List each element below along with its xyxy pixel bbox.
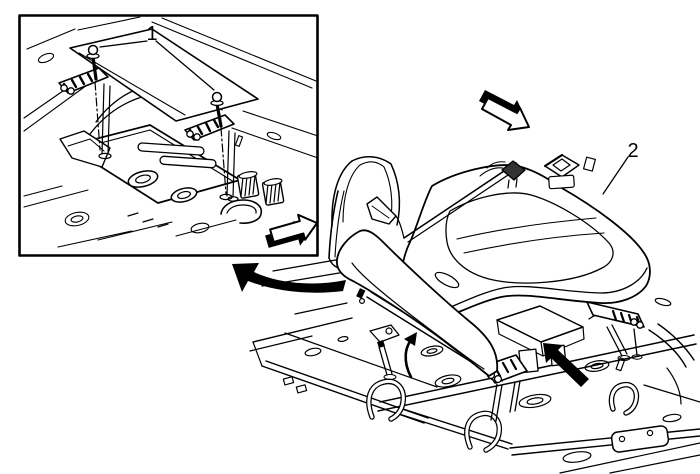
floor-anchor-hooks [366, 378, 640, 453]
seatback-side-shield [336, 229, 499, 377]
knurled-post-2 [261, 178, 285, 206]
latch-handle [220, 199, 263, 224]
seat-track-anchor-2 [184, 114, 235, 141]
track-cover-panel [69, 28, 259, 122]
inset-detail-panel [18, 14, 319, 257]
callout-1-leader [99, 40, 215, 91]
seat-belt-buckles [479, 153, 596, 190]
anchor-hole-1 [127, 170, 159, 188]
inset-direction-arrow-icon [265, 213, 318, 248]
main-direction-arrow-icon [479, 90, 530, 131]
callouts: 1 2 [99, 23, 639, 195]
anchor-bolt-1 [86, 44, 100, 81]
anchor-hole-2 [170, 187, 198, 203]
main-illustration [232, 90, 700, 474]
callout-2-label: 2 [627, 140, 638, 162]
engage-arrow-icon [543, 343, 589, 387]
seat-track-anchor-1 [58, 67, 109, 95]
rotate-arrow-icon [232, 263, 346, 293]
seat-assembly [328, 153, 651, 422]
callout-2-leader [602, 156, 629, 195]
floor-anchor-plate [59, 124, 285, 228]
callout-1-label: 1 [146, 23, 157, 45]
buckle-1 [501, 160, 526, 181]
seatback [328, 156, 521, 377]
anchor-bolt-2 [210, 91, 224, 128]
bolt-centerlines [94, 81, 239, 202]
lift-arrow-icon [404, 332, 417, 379]
knurled-post-1 [236, 171, 260, 199]
floor-bracket [610, 425, 670, 453]
